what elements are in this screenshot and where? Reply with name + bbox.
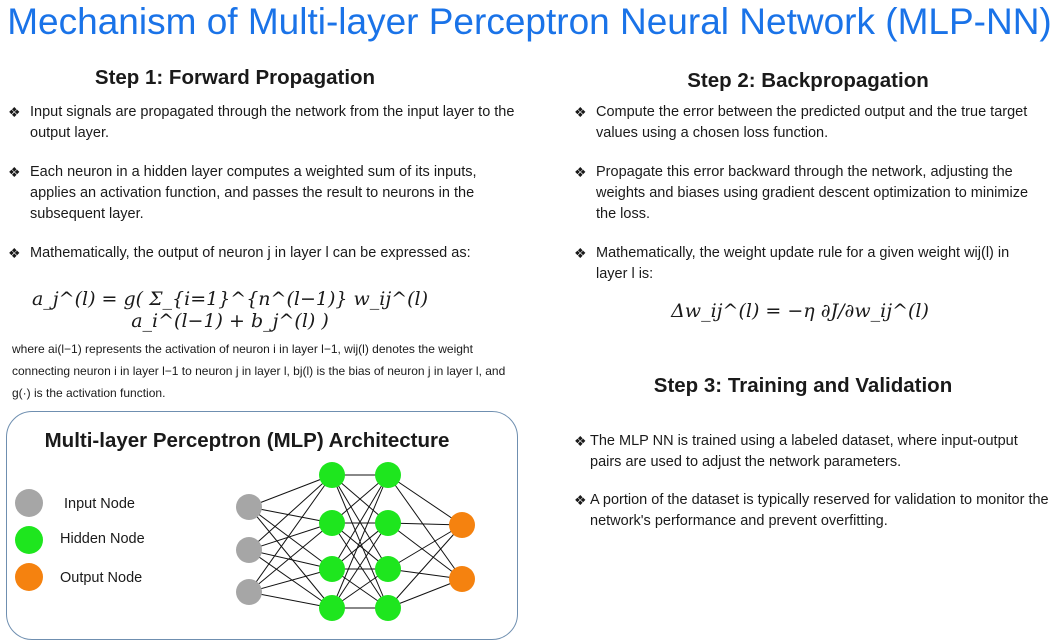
step1-bullet-2: ❖ Each neuron in a hidden layer computes… <box>6 162 521 225</box>
step1-bullets: ❖ Input signals are propagated through t… <box>6 102 521 264</box>
network-edge <box>331 522 389 609</box>
output-node <box>449 512 475 538</box>
step2-heading: Step 2: Backpropagation <box>687 69 929 92</box>
bullet-mark-icon: ❖ <box>574 433 587 449</box>
input-node <box>236 537 262 563</box>
legend-hidden-label: Hidden Node <box>60 531 145 547</box>
hidden-node <box>375 462 401 488</box>
step1-bullet-3-text: Mathematically, the output of neuron j i… <box>30 245 471 261</box>
bullet-mark-icon: ❖ <box>574 104 587 120</box>
step1-heading: Step 1: Forward Propagation <box>94 66 376 89</box>
step3-bullet-2: ❖ A portion of the dataset is typically … <box>572 490 1050 532</box>
step2-bullet-3-text: Mathematically, the weight update rule f… <box>596 245 1010 282</box>
mlp-network-diagram <box>236 462 475 621</box>
network-edge <box>248 591 333 609</box>
step2-bullet-1: ❖ Compute the error between the predicte… <box>572 102 1042 144</box>
step1-bullet-3: ❖ Mathematically, the output of neuron j… <box>6 243 521 264</box>
step2-section: Step 2: Backpropagation <box>568 69 1048 93</box>
network-edge <box>248 474 333 508</box>
hidden-node-legend-icon <box>15 526 43 554</box>
step3-bullet-2-text: A portion of the dataset is typically re… <box>590 492 1049 529</box>
output-node-legend-icon <box>15 563 43 591</box>
network-edge <box>248 549 333 609</box>
step2-formula: Δw_ij^(l) = −η ∂J/∂w_ij^(l) <box>671 300 929 322</box>
step3-heading: Step 3: Training and Validation <box>653 374 953 397</box>
network-edges <box>248 474 463 609</box>
step2-bullets: ❖ Compute the error between the predicte… <box>572 102 1042 285</box>
network-nodes <box>236 462 475 621</box>
step2-bullet-3: ❖ Mathematically, the weight update rule… <box>572 243 1042 285</box>
architecture-title: Multi-layer Perceptron (MLP) Architectur… <box>44 429 450 452</box>
bullet-mark-icon: ❖ <box>8 164 21 180</box>
hidden-node <box>319 462 345 488</box>
step2-bullet-2: ❖ Propagate this error backward through … <box>572 162 1042 225</box>
output-node <box>449 566 475 592</box>
bullet-mark-icon: ❖ <box>574 245 587 261</box>
legend-input-label: Input Node <box>64 496 135 512</box>
step1-where-text: where ai(l−1) represents the activation … <box>12 342 506 400</box>
network-edge <box>248 506 333 524</box>
network-edge <box>248 474 333 551</box>
network-edge <box>331 474 389 609</box>
step3-section: Step 3: Training and Validation <box>568 374 1048 398</box>
network-edge <box>331 474 389 570</box>
step1-bullet-1: ❖ Input signals are propagated through t… <box>6 102 521 144</box>
network-edge <box>387 524 463 609</box>
bullet-mark-icon: ❖ <box>574 492 587 508</box>
step2-bullet-1-text: Compute the error between the predicted … <box>596 104 1028 141</box>
network-edge <box>248 474 333 593</box>
network-edge <box>248 506 333 570</box>
step3-bullet-1: ❖ The MLP NN is trained using a labeled … <box>572 431 1050 473</box>
bullet-mark-icon: ❖ <box>8 245 21 261</box>
hidden-node <box>319 556 345 582</box>
step1-bullet-1-text: Input signals are propagated through the… <box>30 104 515 141</box>
network-edge <box>387 522 463 580</box>
architecture-panel: Multi-layer Perceptron (MLP) Architectur… <box>6 411 518 640</box>
step3-bullet-1-text: The MLP NN is trained using a labeled da… <box>590 433 1018 470</box>
hidden-node <box>319 595 345 621</box>
network-edge <box>248 568 333 593</box>
step1-section: Step 1: Forward Propagation <box>0 66 528 90</box>
network-edge <box>387 474 463 526</box>
network-edge <box>248 549 333 570</box>
step2-bullet-2-text: Propagate this error backward through th… <box>596 164 1029 222</box>
step1-formula: a_j^(l) = g( Σ_{i=1}^{n^(l−1)} w_ij^(l) … <box>31 288 429 332</box>
input-node-legend-icon <box>15 489 43 517</box>
network-edge <box>387 474 463 580</box>
page-title: Mechanism of Multi-layer Perceptron Neur… <box>7 1 1052 42</box>
bullet-mark-icon: ❖ <box>574 164 587 180</box>
hidden-node <box>375 556 401 582</box>
hidden-node <box>375 595 401 621</box>
network-edge <box>387 578 463 609</box>
network-edge <box>248 522 333 551</box>
input-node <box>236 494 262 520</box>
legend-output-label: Output Node <box>60 570 143 586</box>
hidden-node <box>319 510 345 536</box>
input-node <box>236 579 262 605</box>
step1-bullet-2-text: Each neuron in a hidden layer computes a… <box>30 164 477 222</box>
step3-bullets: ❖ The MLP NN is trained using a labeled … <box>572 431 1050 532</box>
hidden-node <box>375 510 401 536</box>
bullet-mark-icon: ❖ <box>8 104 21 120</box>
network-edge <box>387 524 463 570</box>
network-edge <box>248 522 333 593</box>
